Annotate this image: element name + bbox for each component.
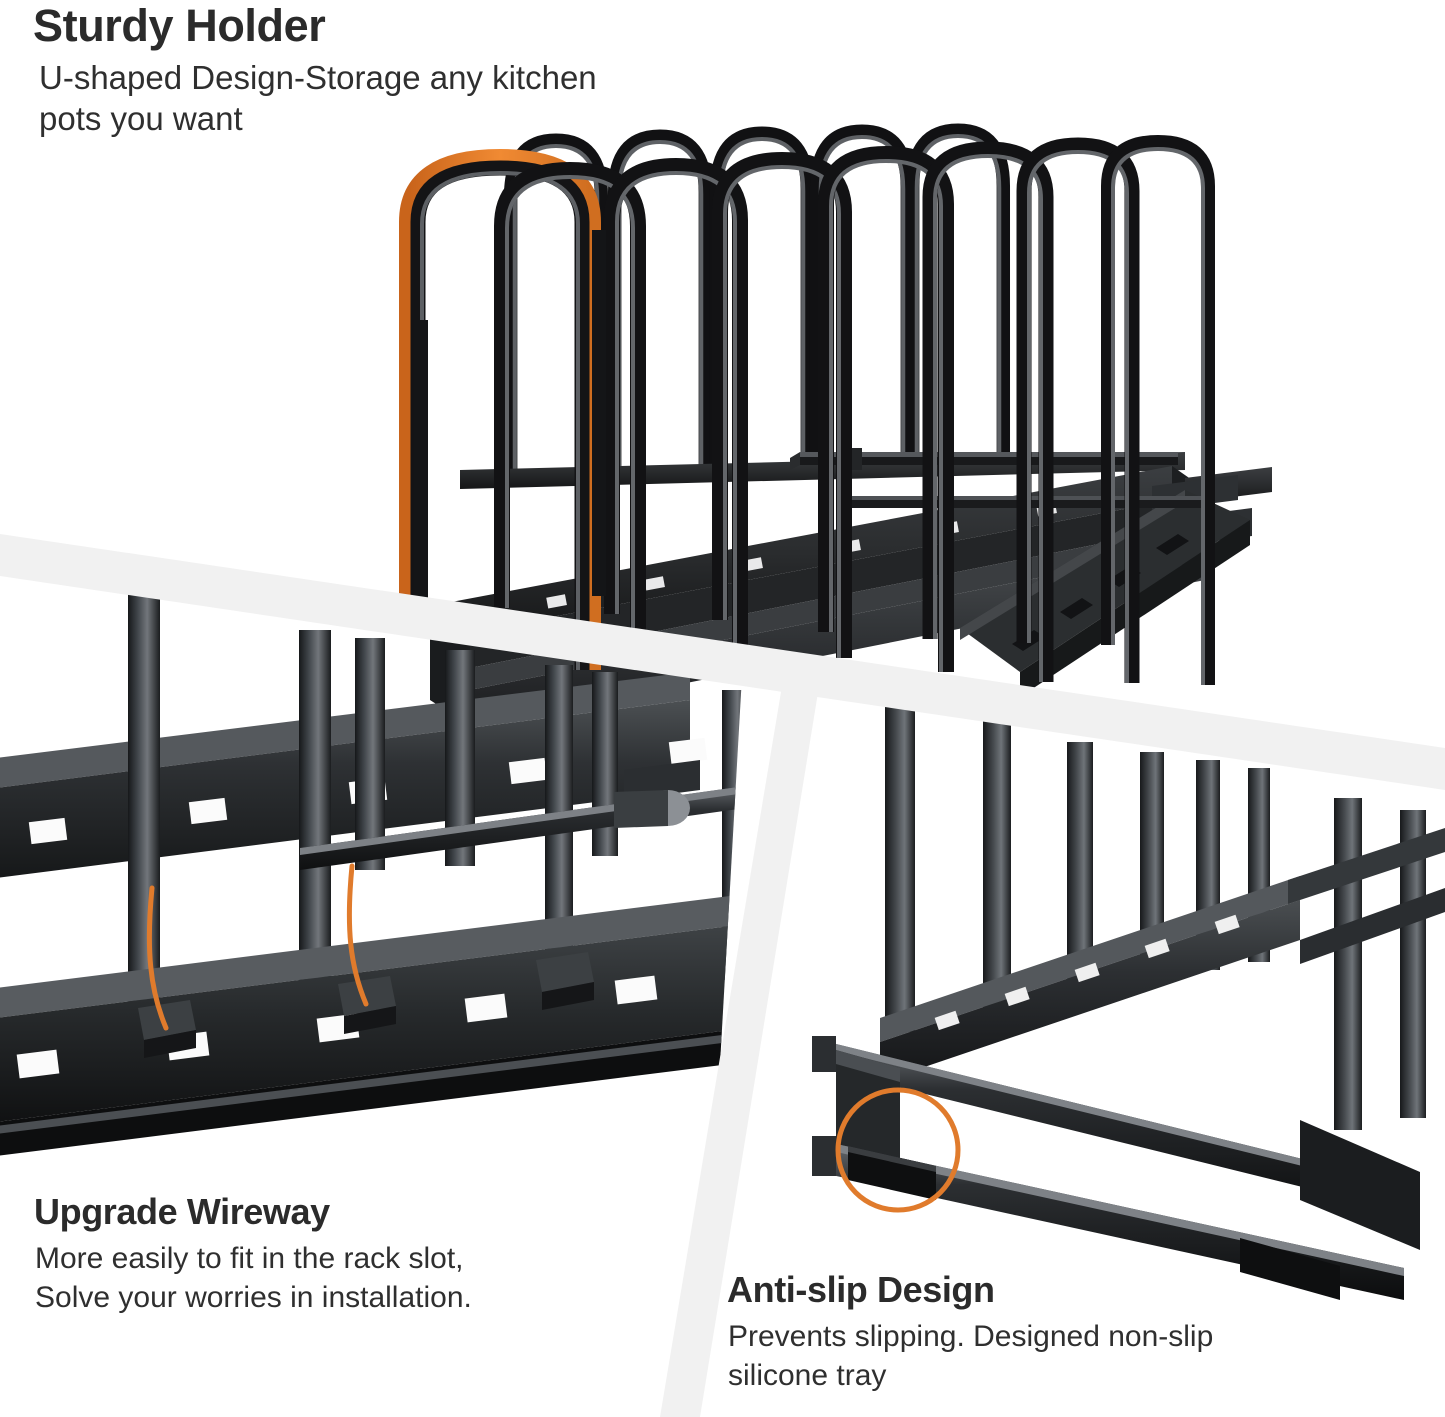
upgrade-wireway-subtitle: More easily to fit in the rack slot, Sol… [35, 1239, 472, 1317]
wireway-orange-guides [146, 863, 369, 1031]
wireway-scene [0, 586, 742, 1158]
anti-slip-text-block: Anti-slip Design Prevents slipping. Desi… [727, 1268, 1213, 1395]
wireway-bracket [624, 760, 700, 800]
sturdy-holder-text-block: Sturdy Holder U-shaped Design-Storage an… [33, 0, 597, 139]
anti-slip-heading: Anti-slip Design [727, 1269, 995, 1310]
divider-band-vertical [660, 662, 822, 1417]
antislip-left-bracket [836, 1050, 900, 1176]
antislip-scene [812, 706, 1445, 1300]
sturdy-holder-subtitle-line-2: pots you want [39, 100, 243, 137]
anti-slip-subtitle-line-1: Prevents slipping. Designed non-slip [728, 1320, 1214, 1353]
antislip-right-rails [1288, 828, 1445, 964]
upgrade-wireway-subtitle-line-2: Solve your worries in installation. [35, 1281, 472, 1314]
upgrade-wireway-heading: Upgrade Wireway [34, 1191, 330, 1232]
antislip-upper-tube [812, 1036, 1420, 1216]
sturdy-holder-subtitle-line-1: U-shaped Design-Storage any kitchen [39, 59, 597, 96]
upgrade-wireway-subtitle-line-1: More easily to fit in the rack slot, [35, 1242, 464, 1275]
sturdy-holder-heading: Sturdy Holder [33, 0, 326, 51]
silicone-foot-sleeve [848, 1146, 936, 1200]
rack-front-dividers [399, 134, 1215, 685]
highlighted-u-divider [399, 148, 601, 670]
wireway-cross-bar [300, 760, 742, 870]
orange-circle-callout [835, 1087, 961, 1213]
silicone-foot-sleeve-right [1240, 1238, 1340, 1300]
antislip-tray-corner [1240, 1120, 1420, 1300]
divider-band-horizontal [0, 534, 1445, 790]
wireway-raised-tabs [138, 952, 594, 1058]
sturdy-holder-subtitle: U-shaped Design-Storage any kitchen pots… [39, 57, 597, 139]
wireway-front-rail [0, 863, 730, 1158]
anti-slip-subtitle-line-2: silicone tray [728, 1359, 887, 1392]
rack-cross-rail [790, 448, 1178, 470]
antislip-far-rail [880, 876, 1300, 1082]
antislip-tube-endcap [812, 1036, 836, 1072]
anti-slip-subtitle: Prevents slipping. Designed non-slip sil… [728, 1317, 1213, 1395]
rack-front-posts [414, 230, 606, 612]
upgrade-wireway-text-block: Upgrade Wireway More easily to fit in th… [34, 1190, 472, 1317]
